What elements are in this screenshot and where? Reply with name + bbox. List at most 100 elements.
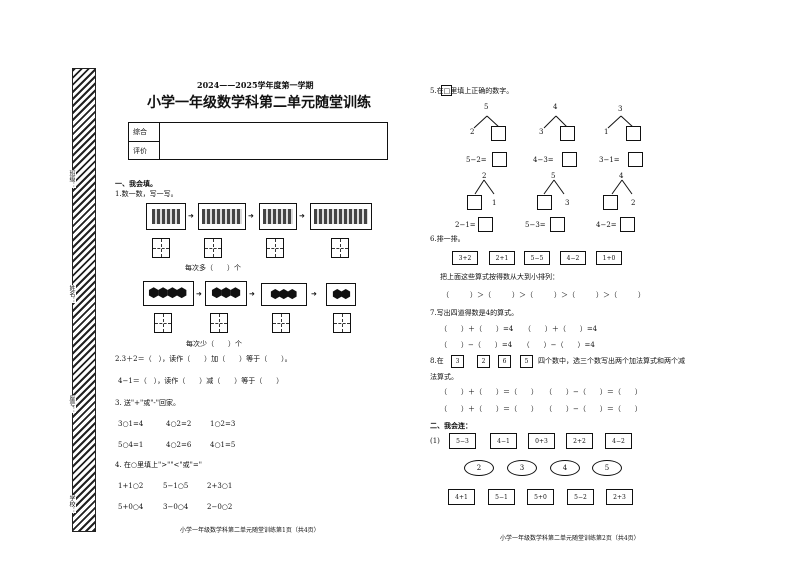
expression-card[interactable]: 4−2 (560, 251, 586, 265)
answer-grid-box[interactable] (204, 238, 222, 258)
q8-prefix: 8.在 (430, 357, 444, 365)
hexagon-icon: ⬢⬢⬢⬢ (148, 286, 187, 301)
binder-label-name: 姓名： (67, 285, 76, 303)
q4-item: 5+0○4 (118, 503, 144, 511)
q8-line2: 法算式。 (430, 373, 458, 381)
number-card: 5 (520, 355, 533, 368)
link-oval[interactable]: 2 (464, 460, 494, 476)
arrow-icon: ➜ (188, 212, 194, 220)
answer-grid-box[interactable] (266, 238, 284, 258)
link-card-bottom[interactable]: 5−2 (567, 489, 594, 505)
answer-box[interactable] (628, 152, 643, 167)
q7-prompt: 7.写出四道得数是4的算式。 (430, 309, 519, 317)
picture-box-7 (261, 283, 307, 306)
q2-line-b: 4−1＝（ ），读作（ ）减（ ）等于（ ） (118, 377, 284, 385)
link-card-top[interactable]: 4−2 (605, 433, 632, 449)
arrow-icon: ➜ (311, 290, 317, 298)
expression-card[interactable]: 2+1 (489, 251, 515, 265)
q3-item: 5○4=1 (118, 441, 144, 449)
bond-eq: 3−1= (599, 156, 620, 164)
school-year: 2024——2025学年度第一学期 (197, 80, 314, 90)
q3-item: 4○1=5 (210, 441, 236, 449)
picture-box-6 (205, 281, 247, 306)
link-card-bottom[interactable]: 4+1 (448, 489, 475, 505)
answer-grid-box[interactable] (331, 238, 349, 258)
answer-box[interactable] (626, 126, 641, 141)
q3-item: 1○2=3 (210, 420, 236, 428)
link-card-top[interactable]: 4−1 (490, 433, 517, 449)
bond-eq: 5−3= (525, 221, 546, 229)
expression-card[interactable]: 1+0 (596, 251, 622, 265)
link-oval[interactable]: 3 (507, 460, 537, 476)
binder-label-class: 班级： (67, 170, 76, 188)
coil-icon (202, 209, 242, 224)
answer-grid-box[interactable] (210, 313, 228, 333)
row1-caption: 每次多（ ）个 (185, 264, 241, 272)
q1-prompt: 1.数一数，写一写。 (115, 190, 178, 198)
picture-box-5 (143, 281, 194, 306)
q8-line: （ ）＋（ ）＝（ ） （ ）−（ ）＝（ ） (440, 388, 642, 396)
q4-item: 5−1○5 (163, 482, 189, 490)
eval-label-1: 综合 (133, 128, 147, 136)
bond-left: 3 (539, 128, 544, 136)
link-card-top[interactable]: 5−3 (449, 433, 476, 449)
expression-card[interactable]: 3+2 (452, 251, 478, 265)
link-card-bottom[interactable]: 2+3 (606, 489, 633, 505)
hexagon-icon: ⬢⬢ (332, 287, 351, 301)
answer-box[interactable] (562, 152, 577, 167)
eval-label-2: 评价 (133, 147, 147, 155)
answer-box[interactable] (478, 217, 493, 232)
answer-box[interactable] (620, 217, 635, 232)
answer-grid-box[interactable] (152, 238, 170, 258)
picture-box-8 (326, 283, 356, 306)
bond-top: 2 (482, 172, 487, 180)
section-1-heading: 一、我会填。 (115, 179, 157, 188)
arrow-icon: ➜ (299, 212, 305, 220)
answer-box[interactable] (560, 126, 575, 141)
answer-grid-box[interactable] (333, 313, 351, 333)
expression-card[interactable]: 5−5 (524, 251, 550, 265)
link-card-top[interactable]: 0+3 (528, 433, 555, 449)
hexagon-icon: ⬢⬢⬢ (270, 287, 297, 301)
arrow-icon: ➜ (249, 290, 255, 298)
link-card-bottom[interactable]: 5+0 (527, 489, 554, 505)
coil-icon (152, 209, 180, 224)
link-oval[interactable]: 5 (592, 460, 622, 476)
answer-box[interactable] (550, 217, 565, 232)
answer-box[interactable] (603, 195, 618, 210)
answer-box[interactable] (537, 195, 552, 210)
q6-prompt: 6.排一排。 (430, 235, 465, 243)
q3-item: 4○2=6 (166, 441, 192, 449)
bond-eq: 4−2= (596, 221, 617, 229)
q5-square-icon (441, 85, 453, 97)
q3-item: 3○1=4 (118, 420, 144, 428)
bond-top: 4 (553, 103, 558, 111)
answer-box[interactable] (467, 195, 482, 210)
link-card-bottom[interactable]: 5−1 (488, 489, 515, 505)
q4-item: 1+1○2 (118, 482, 144, 490)
number-bond-lines (473, 115, 635, 195)
answer-grid-box[interactable] (272, 313, 290, 333)
bond-eq: 5−2= (466, 156, 487, 164)
q4-item: 3−0○4 (163, 503, 189, 511)
number-card: 6 (498, 355, 511, 368)
answer-box[interactable] (492, 152, 507, 167)
link-oval[interactable]: 4 (550, 460, 580, 476)
bond-left: 2 (470, 128, 475, 136)
bond-top: 4 (619, 172, 624, 180)
bond-right: 1 (492, 199, 497, 207)
number-card: 3 (451, 355, 464, 368)
right-footer: 小学一年级数学科第二单元随堂训练第2页（共4页） (500, 535, 640, 542)
q4-item: 2+3○1 (207, 482, 233, 490)
q2-line-a: 2.3＋2＝（ ），读作（ ）加（ ）等于（ ）。 (115, 355, 292, 363)
q4-item: 2−0○2 (207, 503, 233, 511)
answer-box[interactable] (491, 126, 506, 141)
q5-prompt: 5.在□里填上正确的数字。 (430, 87, 514, 95)
link-card-top[interactable]: 2+2 (566, 433, 593, 449)
answer-grid-box[interactable] (154, 313, 172, 333)
arrow-icon: ➜ (196, 290, 202, 298)
q4-prompt: 4. 在○里填上">""<"或"=" (115, 461, 202, 469)
q7-line: （ ）＋（ ）=4 （ ）＋（ ）=4 (440, 325, 598, 333)
arrow-icon: ➜ (248, 212, 254, 220)
bond-right: 2 (631, 199, 636, 207)
